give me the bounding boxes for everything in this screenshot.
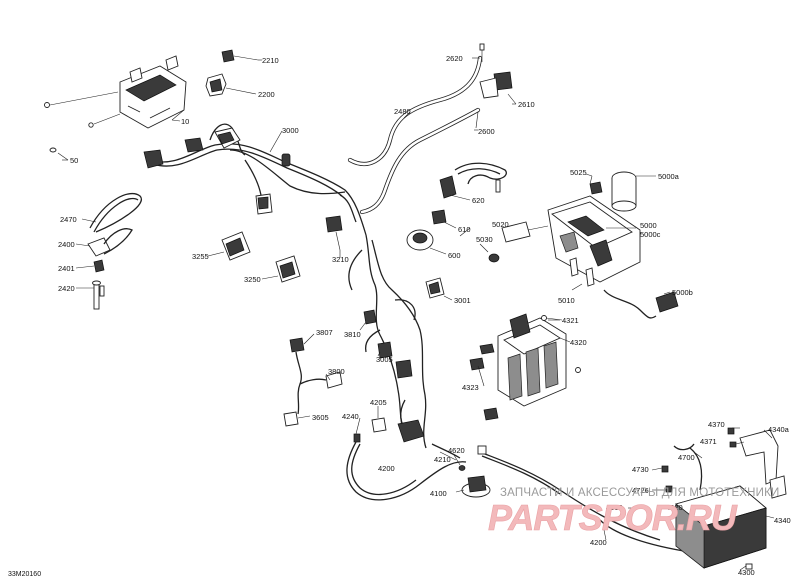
label-2480: 2480 bbox=[394, 107, 411, 116]
label-5030: 5030 bbox=[476, 235, 493, 244]
label-3807: 3807 bbox=[316, 328, 333, 337]
label-4205: 4205 bbox=[370, 398, 387, 407]
label-610: 610 bbox=[458, 225, 471, 234]
label-4371: 4371 bbox=[700, 437, 717, 446]
label-5025: 5025 bbox=[570, 168, 587, 177]
label-4320-lower: 4320 bbox=[666, 503, 683, 512]
label-2600: 2600 bbox=[478, 127, 495, 136]
label-3250: 3250 bbox=[244, 275, 261, 284]
label-620: 620 bbox=[472, 196, 485, 205]
label-5000b: 5000b bbox=[672, 288, 693, 297]
fuse-box-4320 bbox=[469, 313, 581, 421]
watermark-logo: PARTSPOR.RU bbox=[488, 497, 738, 538]
label-5020: 5020 bbox=[492, 220, 509, 229]
label-4726: 4726 bbox=[632, 486, 649, 495]
label-2210: 2210 bbox=[262, 56, 279, 65]
battery-cables bbox=[346, 406, 691, 553]
label-4330: 4330 bbox=[606, 503, 623, 512]
label-5000c: 5000c bbox=[640, 230, 661, 239]
label-4200-upper: 4200 bbox=[378, 464, 395, 473]
harness-connectors-left bbox=[143, 127, 291, 215]
lower-left-connectors bbox=[283, 309, 413, 427]
main-harness bbox=[149, 123, 427, 449]
leader-lines bbox=[62, 57, 775, 571]
label-4320: 4320 bbox=[570, 338, 587, 347]
label-10: 10 bbox=[181, 117, 189, 126]
label-4100: 4100 bbox=[430, 489, 447, 498]
watermark-tagline: ЗАПЧАСТИ И АКСЕССУАРЫ ДЛЯ МОТОТЕХНИКИ bbox=[500, 487, 780, 499]
label-3005: 3005 bbox=[376, 355, 393, 364]
label-5010: 5010 bbox=[558, 296, 575, 305]
label-3800: 3800 bbox=[328, 367, 345, 376]
label-50: 50 bbox=[70, 156, 78, 165]
sensors-620-610-600 bbox=[406, 162, 507, 255]
label-4240: 4240 bbox=[342, 412, 359, 421]
vent-tubes bbox=[347, 43, 517, 215]
module-10 bbox=[44, 55, 187, 161]
headlight-cluster bbox=[87, 192, 143, 310]
label-5000: 5000 bbox=[640, 221, 657, 230]
label-3255: 3255 bbox=[192, 252, 209, 261]
label-2200: 2200 bbox=[258, 90, 275, 99]
diagram-code: 33M20160 bbox=[8, 571, 41, 578]
label-2620: 2620 bbox=[446, 54, 463, 63]
label-2400: 2400 bbox=[58, 240, 75, 249]
label-4323: 4323 bbox=[462, 383, 479, 392]
watermark: ЗАПЧАСТИ И АКСЕССУАРЫ ДЛЯ МОТОТЕХНИКИ PA… bbox=[488, 487, 780, 538]
battery-4300 bbox=[661, 427, 787, 570]
label-4321: 4321 bbox=[562, 316, 579, 325]
relay-2210-2200 bbox=[205, 49, 259, 97]
label-3210: 3210 bbox=[332, 255, 349, 264]
label-4340a: 4340a bbox=[768, 425, 790, 434]
label-3810: 3810 bbox=[344, 330, 361, 339]
label-3001: 3001 bbox=[454, 296, 471, 305]
ecm-5000 bbox=[479, 171, 679, 319]
label-4730: 4730 bbox=[632, 465, 649, 474]
switches-32xx bbox=[221, 215, 445, 299]
label-3000: 3000 bbox=[282, 126, 299, 135]
label-4700: 4700 bbox=[678, 453, 695, 462]
label-5000a: 5000a bbox=[658, 172, 680, 181]
label-4340: 4340 bbox=[774, 516, 791, 525]
label-2401: 2401 bbox=[58, 264, 75, 273]
part-labels: 2210 2200 10 50 3000 2620 2480 2610 2600… bbox=[58, 54, 791, 577]
label-4370: 4370 bbox=[708, 420, 725, 429]
label-4620: 4620 bbox=[448, 446, 465, 455]
label-2420: 2420 bbox=[58, 284, 75, 293]
label-4200-lower: 4200 bbox=[590, 538, 607, 547]
label-3605: 3605 bbox=[312, 413, 329, 422]
label-4210: 4210 bbox=[434, 455, 451, 464]
label-4300: 4300 bbox=[738, 568, 755, 577]
label-2610: 2610 bbox=[518, 100, 535, 109]
label-2470: 2470 bbox=[60, 215, 77, 224]
label-600: 600 bbox=[448, 251, 461, 260]
